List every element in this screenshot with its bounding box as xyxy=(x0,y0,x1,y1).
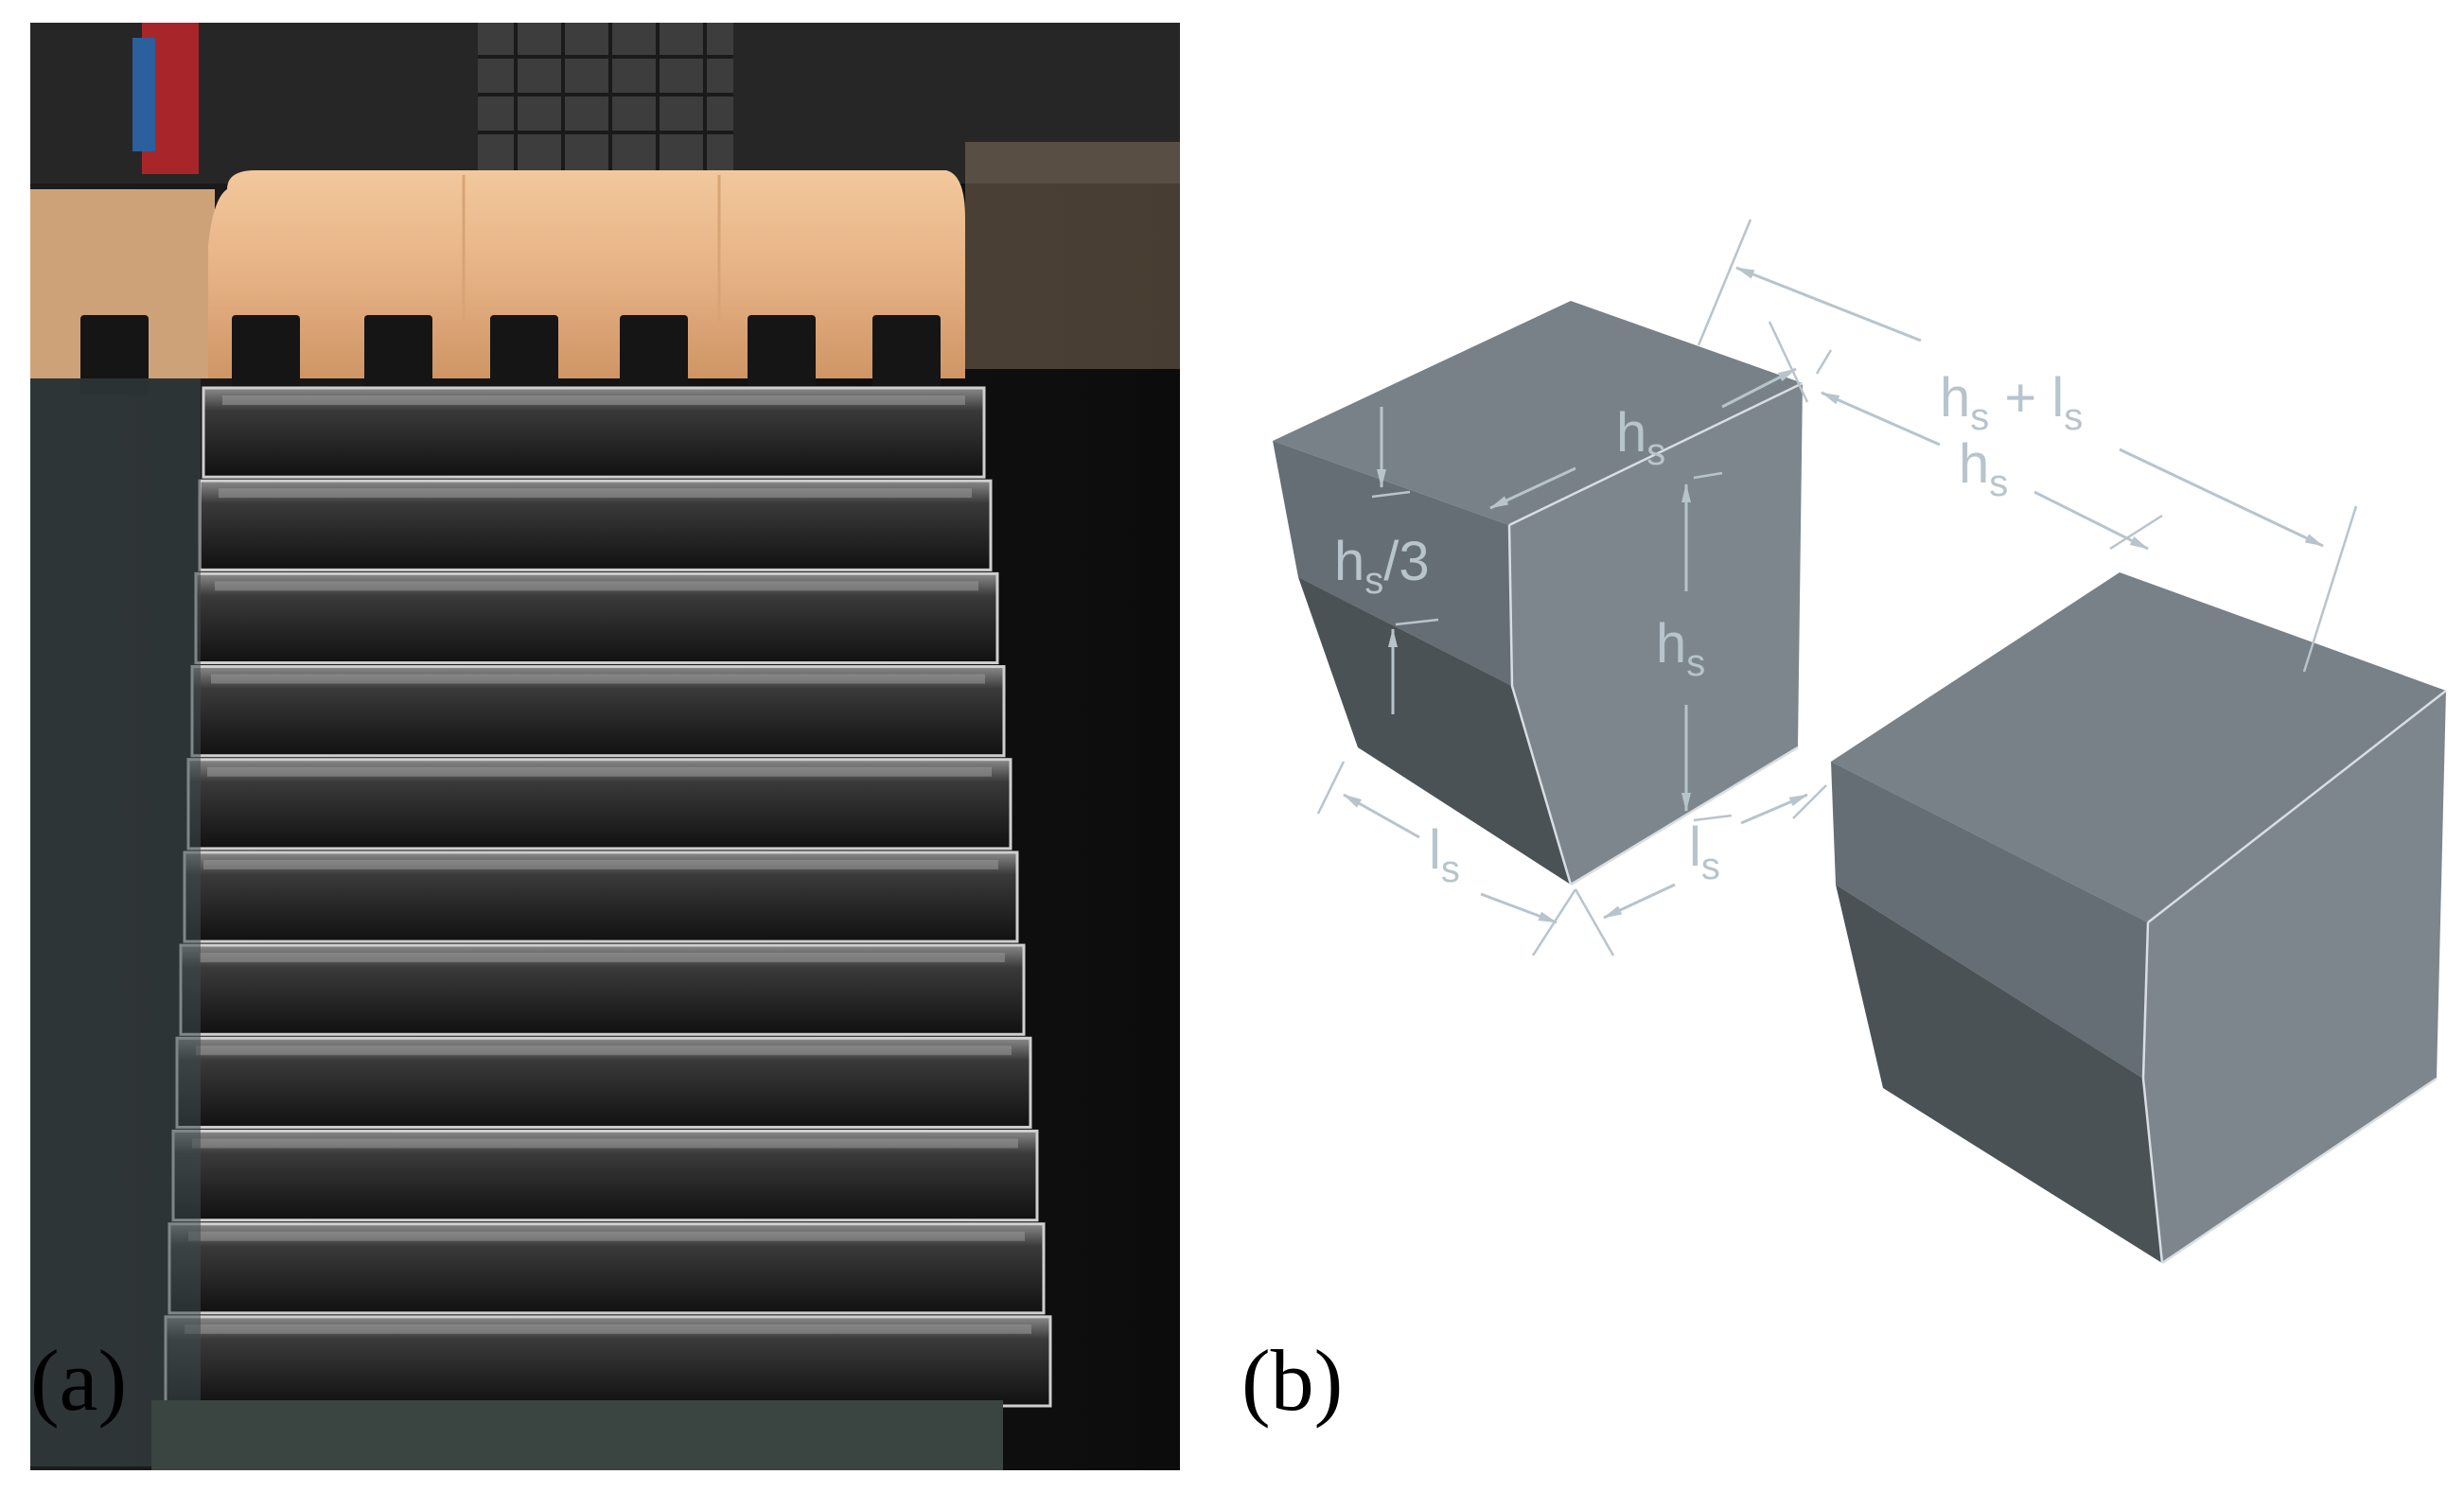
right-block xyxy=(1831,572,2447,1265)
dim-line-width-b xyxy=(1740,793,1808,825)
dim-label-depth: ls xyxy=(1429,819,1460,890)
dim-label-third: hs/3 xyxy=(1334,531,1430,602)
right-wall-reflection xyxy=(965,142,1180,369)
glass-wall xyxy=(30,378,201,1466)
panel-label-a: (a) xyxy=(30,1332,127,1429)
step xyxy=(186,758,1012,851)
floor xyxy=(151,1400,1003,1470)
panel-a-photo xyxy=(30,23,1180,1470)
step xyxy=(198,479,993,571)
crest-block xyxy=(620,315,688,395)
pipe-grid xyxy=(478,23,733,174)
dimension-lines xyxy=(1343,266,2324,924)
dim-line-top-a xyxy=(1721,367,1797,409)
step xyxy=(164,1315,1052,1408)
crest-block xyxy=(80,315,149,395)
crest-block xyxy=(364,315,432,395)
dim-line-width-a xyxy=(1603,883,1676,920)
step xyxy=(202,386,986,479)
dim-line-total-a xyxy=(1735,266,1922,342)
extension-lines xyxy=(1316,219,2358,957)
dim-line-gap-b xyxy=(2033,490,2149,551)
dim-line-gap-a xyxy=(1821,391,1941,447)
step xyxy=(167,1222,1046,1315)
step xyxy=(183,851,1019,943)
panel-label-b: (b) xyxy=(1241,1332,1343,1429)
right-block-front-upper xyxy=(1831,762,2148,1079)
left-block-top-face xyxy=(1273,301,1803,525)
step xyxy=(194,571,999,665)
crest-blocks xyxy=(80,315,941,395)
crest-block xyxy=(872,315,941,395)
dim-label-width: ls xyxy=(1689,816,1720,887)
dim-label-height: hs xyxy=(1656,613,1705,684)
panel-b-diagram: hs + ls hs hs hs/3 hs ls ls xyxy=(1273,219,2447,1265)
step xyxy=(179,943,1026,1036)
left-block-edge-top xyxy=(1508,381,1804,527)
dim-label-gap: hs xyxy=(1959,433,2008,504)
crest-block xyxy=(490,315,558,395)
right-block-side-face xyxy=(2143,691,2446,1263)
right-block-front-lower xyxy=(1836,885,2162,1263)
crest xyxy=(208,170,965,378)
right-block-edges xyxy=(2141,922,2164,1264)
dim-label-total: hs + ls xyxy=(1940,367,2083,438)
dim-line-depth-b xyxy=(1480,892,1558,924)
left-block xyxy=(1273,301,1804,886)
left-block-front-lower xyxy=(1298,577,1571,885)
left-block-edge-bottom xyxy=(1570,746,1799,886)
crest-block xyxy=(748,315,816,395)
stepped-spillway xyxy=(164,386,1052,1408)
dim-line-total-b xyxy=(2119,448,2324,548)
dim-label-top: hs xyxy=(1616,402,1665,473)
crest-block xyxy=(232,315,300,395)
left-block-edges xyxy=(1507,524,1573,886)
blue-tape xyxy=(132,38,155,151)
right-block-edge-top xyxy=(2147,690,2447,923)
dim-line-depth-a xyxy=(1343,793,1420,839)
left-block-front-upper xyxy=(1273,441,1512,686)
step xyxy=(171,1129,1039,1222)
right-block-edge-bottom xyxy=(2161,1077,2438,1265)
right-block-top-face xyxy=(1831,572,2446,922)
pipe-grid-lines xyxy=(478,23,733,174)
step xyxy=(190,665,1006,758)
step xyxy=(175,1036,1032,1129)
dim-line-top-b xyxy=(1489,466,1576,510)
left-block-side-face xyxy=(1509,383,1803,885)
